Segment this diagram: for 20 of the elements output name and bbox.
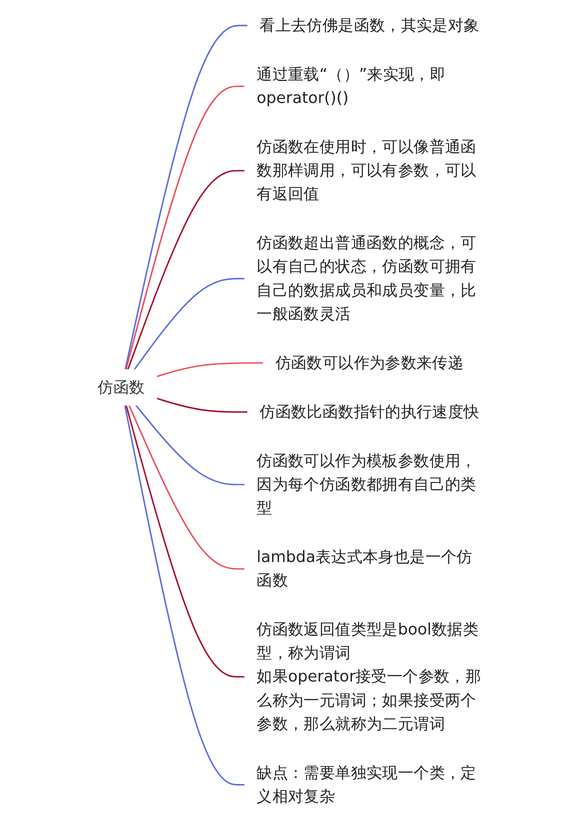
node-text: 仿函数超出普通函数的概念，可以有自己的状态，仿函数可拥有自己的数据成员和成员变量，比一般函数灵活 [256,233,476,323]
connector [124,86,244,370]
node-text: 通过重载“（）”来实现，即 operator()() [256,64,446,107]
connector [124,24,248,370]
node-text: 仿函数在使用时，可以像普通函数那样调用，可以有参数，可以有返回值 [256,137,476,204]
connector [128,404,244,570]
node-text: 仿函数比函数指针的执行速度快 [259,402,479,421]
node-text: 仿函数可以作为模板参数使用，因为每个仿函数都拥有自己的类型 [256,451,476,517]
connector [124,404,244,678]
node-text: 仿函数可以作为参数来传递 [274,353,464,372]
node-text: lambda表达式本身也是一个仿函数 [256,547,472,590]
connector [124,404,244,786]
connector [156,398,248,413]
connector [134,404,244,486]
node-text: 仿函数返回值类型是bool数据类型，称为谓词 如果operator接受一个参数，那么称为一元谓词；如果接受两个参数，那么就称为二元谓词 [256,620,481,733]
connector [156,362,264,378]
node-text: 缺点：需要单独实现一个类，定义相对复杂 [256,763,476,806]
connector [126,170,244,370]
connector [133,278,244,370]
node-text: 看上去仿佛是函数，其实是对象 [259,16,479,34]
